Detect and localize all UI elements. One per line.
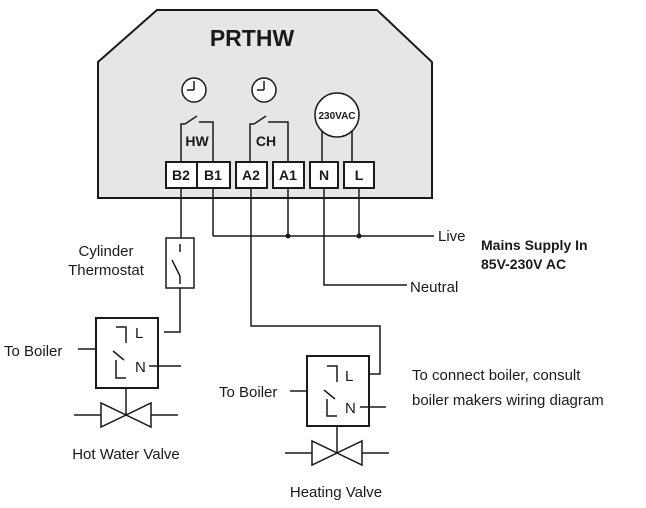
controller-title: PRTHW: [210, 25, 295, 51]
terminal-label: A1: [279, 167, 297, 183]
mains-voltage-label: 85V-230V AC: [481, 256, 566, 272]
heating-boiler-relay: [306, 355, 370, 427]
clock-icon: [251, 77, 277, 103]
terminal-b2: [165, 161, 198, 189]
neutral-wire: [323, 188, 407, 286]
heating-valve-label: Heating Valve: [290, 484, 382, 501]
heating-to-boiler-label: To Boiler: [219, 384, 277, 401]
terminal-label: N: [319, 167, 329, 183]
ch-switch-symbol: [249, 115, 289, 162]
cylinder-thermostat-label: Thermostat: [68, 262, 145, 279]
relay-live-label: L: [345, 368, 353, 385]
terminal-label: L: [355, 167, 364, 183]
ch-channel-label: CH: [256, 133, 276, 149]
live-label: Live: [438, 228, 466, 245]
terminal-label: B2: [172, 167, 190, 183]
hw-channel-label: HW: [185, 133, 209, 149]
hw-boiler-relay: [95, 317, 159, 389]
boiler-note: boiler makers wiring diagram: [412, 392, 604, 409]
clock-icon: [181, 77, 207, 103]
mains-supply-label: Mains Supply In: [481, 237, 588, 253]
relay-live-label: L: [135, 325, 143, 342]
heating-valve-symbol: [285, 426, 389, 467]
supply-badge-label: 230VAC: [318, 111, 355, 122]
hw-switch-symbol: [180, 115, 214, 162]
boiler-note: To connect boiler, consult: [412, 367, 581, 384]
neutral-label: Neutral: [410, 279, 458, 296]
cylinder-thermostat-label: Cylinder: [78, 243, 133, 260]
hw-to-boiler-label: To Boiler: [4, 343, 62, 360]
terminal-label: A2: [242, 167, 260, 183]
supply-badge-circle: [314, 92, 360, 138]
relay-neutral-label: N: [345, 400, 356, 417]
relay-neutral-label: N: [135, 359, 146, 376]
terminal-label: B1: [204, 167, 222, 183]
hot-water-valve-label: Hot Water Valve: [72, 446, 180, 463]
hot-water-valve-symbol: [74, 388, 178, 429]
